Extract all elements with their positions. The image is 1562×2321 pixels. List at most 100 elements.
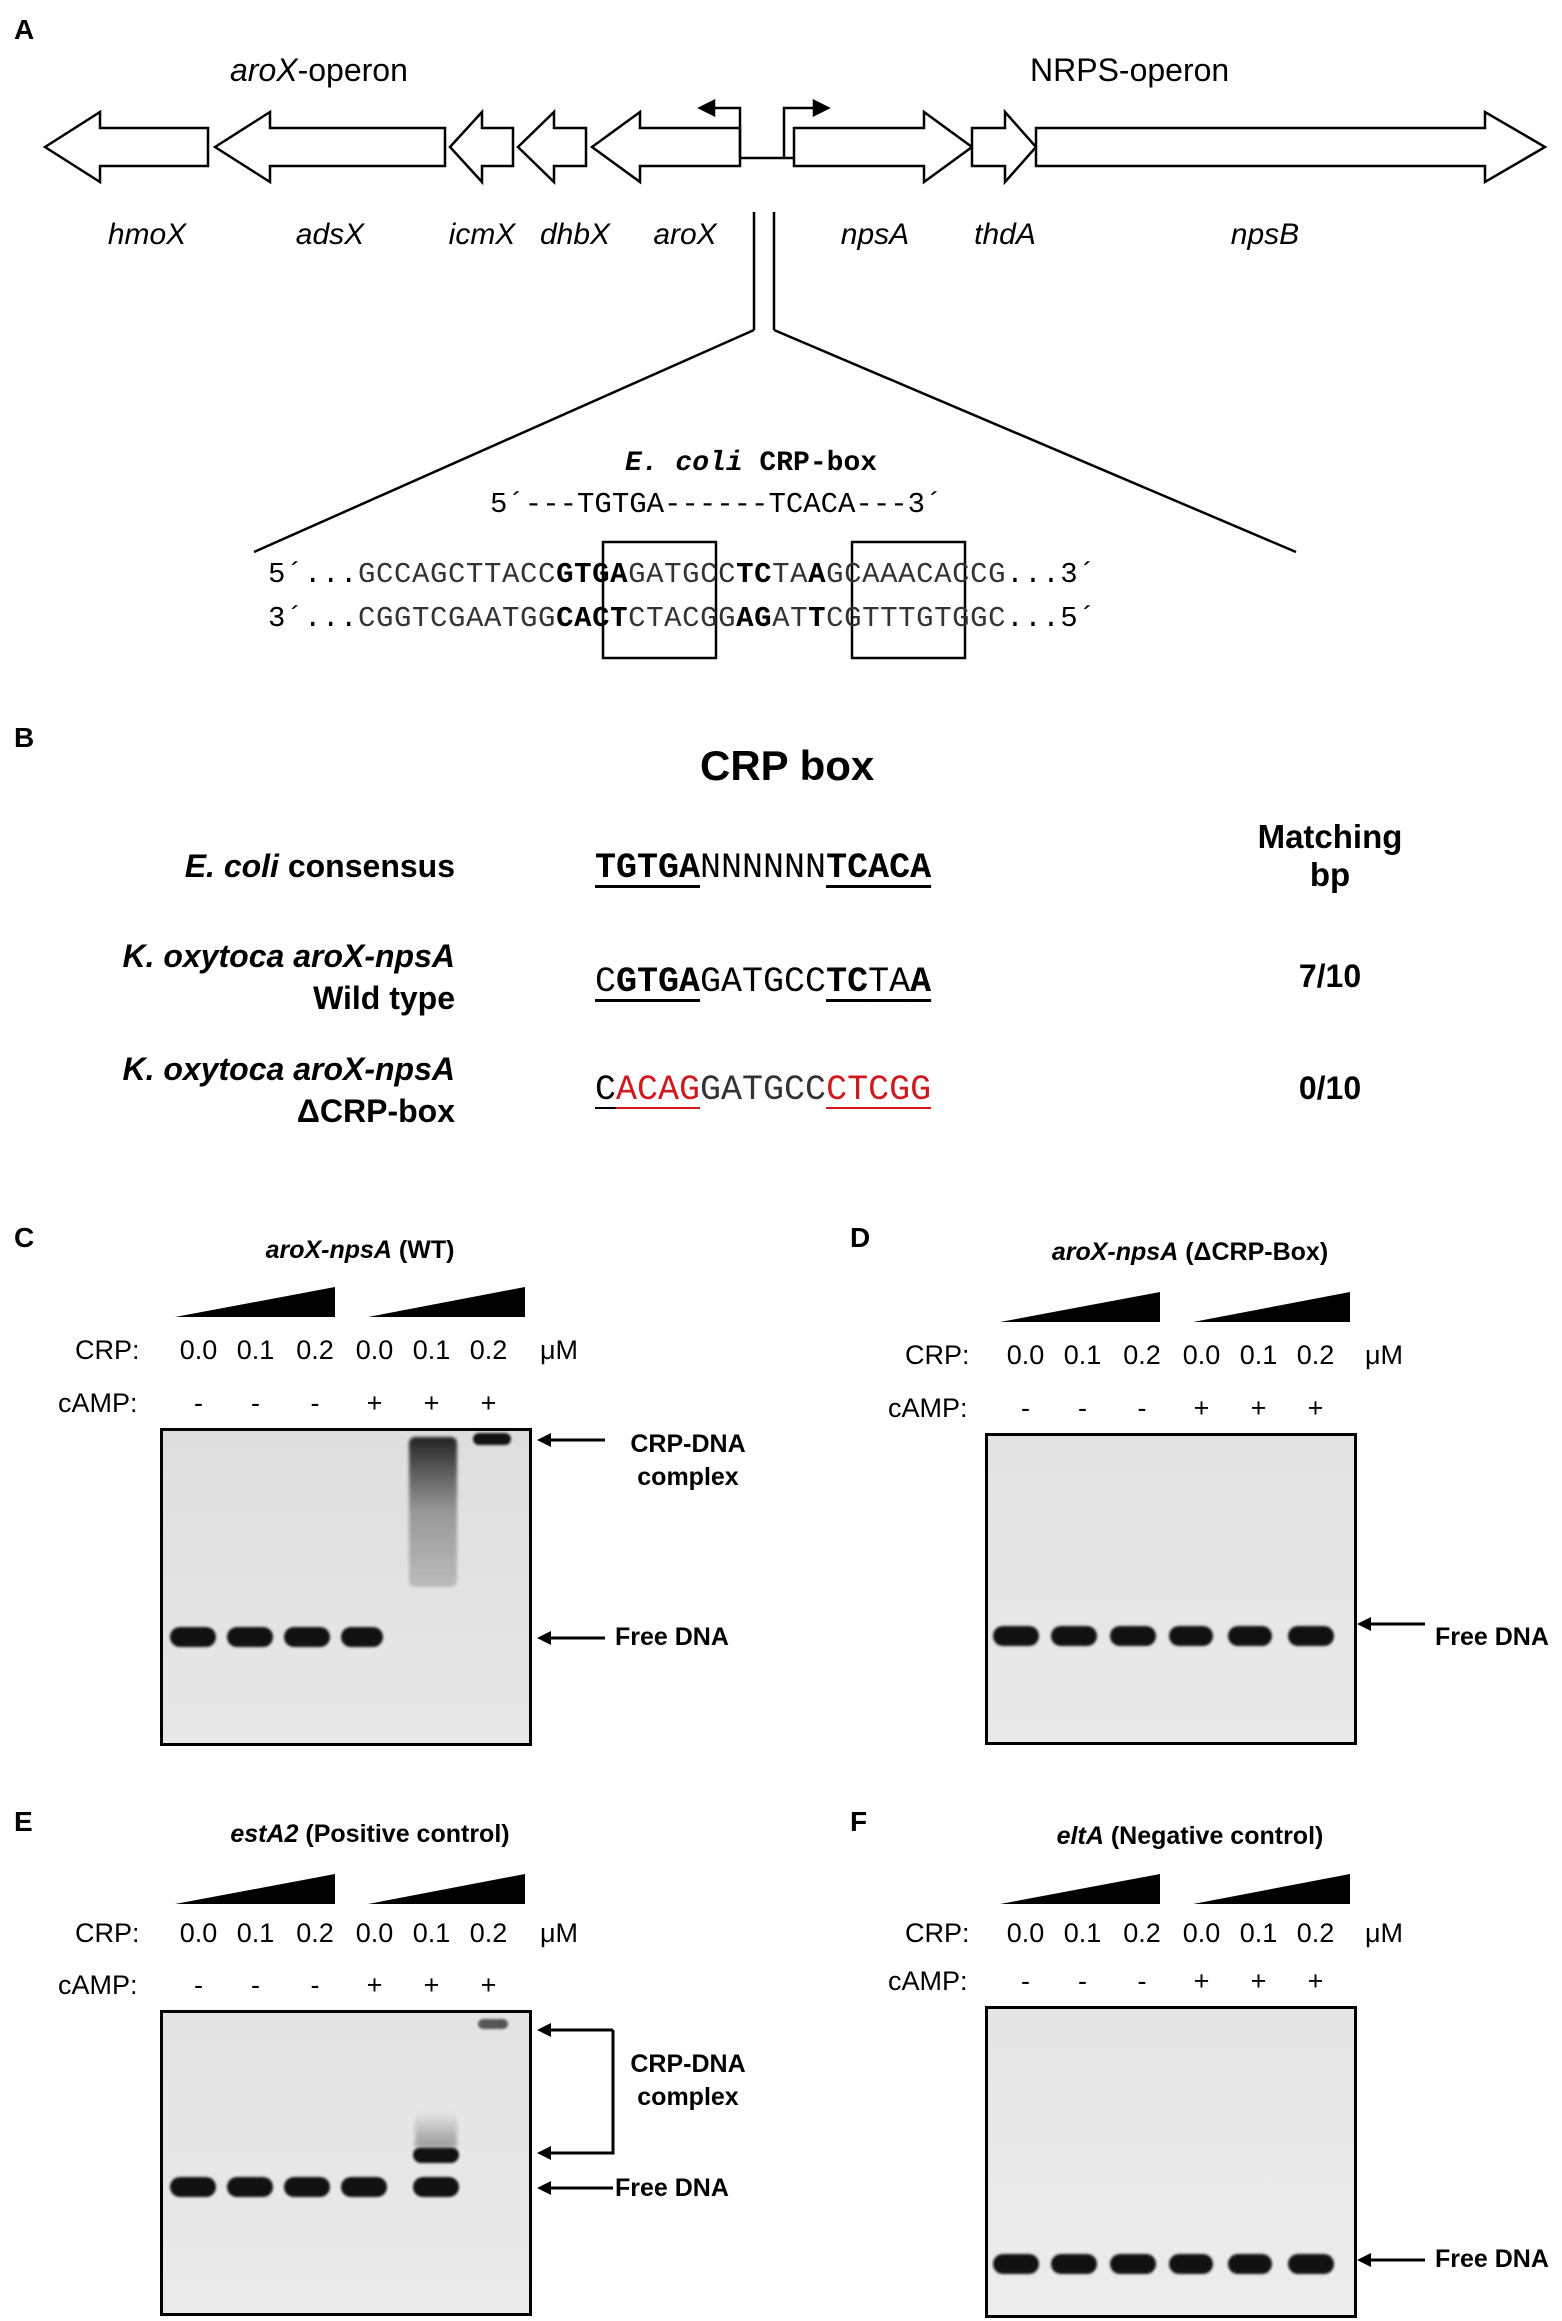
free-dna-band <box>1051 1626 1097 1646</box>
gene-arrow-hmoX <box>42 109 210 185</box>
crp-lane-value: 0.2 <box>296 1918 334 1948</box>
camp-lane-value: + <box>1193 1966 1210 1996</box>
crp-lane-value: 0.0 <box>1182 1340 1221 1370</box>
crp-dna-complex-band <box>413 2147 459 2163</box>
gene-label-thdA: thdA <box>974 218 1036 251</box>
free-dna-band <box>170 1627 216 1647</box>
free-dna-annotation: Free DNA <box>615 2174 729 2202</box>
camp-lane-value: - <box>1021 1966 1030 1996</box>
crp-lane-value: 0.0 <box>179 1918 218 1948</box>
crp-gradient-wedges <box>175 1287 525 1317</box>
gene-label-npsA: npsA <box>840 218 910 251</box>
camp-lane-value: - <box>310 1388 320 1418</box>
free-dna-band <box>170 2177 216 2197</box>
panel-b-label: B <box>14 722 35 753</box>
camp-lane-value: + <box>1250 1966 1267 1996</box>
crp-lane-value: 0.1 <box>412 1335 451 1365</box>
free-dna-band <box>413 2177 459 2197</box>
camp-lane-value: - <box>251 1970 260 2000</box>
camp-lane-value: + <box>366 1970 383 2000</box>
crp-lane-value: 0.2 <box>1123 1340 1161 1370</box>
crp-lane-value: 0.2 <box>1296 1340 1335 1370</box>
camp-row-label: cAMP: <box>58 1388 138 1418</box>
panel-f-title: eltA (Negative control) <box>1056 1822 1324 1850</box>
gene-label-adsX: adsX <box>295 218 365 251</box>
camp-lane-value: + <box>366 1388 383 1418</box>
free-dna-band <box>341 1627 383 1647</box>
free-dna-band <box>993 2254 1039 2274</box>
crp-boxes <box>601 540 967 660</box>
annotation-arrows <box>537 2023 615 2195</box>
crp-lane-value: 0.2 <box>296 1335 334 1365</box>
nrps-operon-title: NRPS-operon <box>1030 52 1230 88</box>
camp-lane-value: - <box>1021 1393 1030 1423</box>
free-dna-band <box>1110 1626 1156 1646</box>
panel-e-label: E <box>14 1806 33 1837</box>
crp-gradient-wedges <box>1000 1292 1350 1322</box>
free-dna-band <box>1228 2254 1272 2274</box>
panel-f-label: F <box>850 1806 868 1837</box>
annotation-arrow <box>1357 1617 1425 1631</box>
free-dna-band <box>993 1626 1039 1646</box>
camp-lane-value: - <box>1078 1966 1087 1996</box>
free-dna-band <box>341 2177 387 2197</box>
annotation-arrow <box>1357 2253 1425 2267</box>
top-strand-sequence: 5´...GCCAGCTTACCGTGAGATGCCTCTAAGCAAACACC… <box>268 558 1097 591</box>
crp-lane-value: 0.1 <box>1063 1340 1102 1370</box>
camp-presence-row: ---+++ <box>170 1970 517 2001</box>
camp-presence-row: - - - + + + <box>997 1393 1344 1424</box>
gel-image-c <box>160 1428 532 1746</box>
row-ecoli-sequence: TGTGANNNNNNTCACA <box>595 848 932 888</box>
camp-lane-value: - <box>1078 1393 1087 1423</box>
crp-gradient-wedges <box>175 1874 525 1904</box>
camp-lane-value: - <box>194 1388 203 1418</box>
crp-row-label: CRP: <box>75 1335 140 1365</box>
crp-box-title: CRP box <box>700 742 875 789</box>
camp-row-label: cAMP: <box>888 1393 968 1423</box>
ecoli-consensus-line: 5´---TGTGA------TCACA---3´ <box>490 488 943 521</box>
row-deletion-match: 0/10 <box>1298 1070 1362 1106</box>
free-dna-band <box>1228 1626 1272 1646</box>
ecoli-crp-box-title: E. coli CRP-box <box>625 448 878 479</box>
crp-lane-value: 0.1 <box>1239 1918 1278 1948</box>
camp-lane-value: + <box>1193 1393 1210 1423</box>
crp-dna-complex-band <box>478 2019 508 2029</box>
free-dna-band <box>284 2177 330 2197</box>
crp-lane-value: 0.0 <box>1006 1918 1045 1948</box>
camp-lane-value: + <box>480 1388 497 1418</box>
row-wildtype-match: 7/10 <box>1298 958 1362 994</box>
camp-lane-value: - <box>310 1970 320 2000</box>
gene-label-dhbX: dhbX <box>539 218 611 251</box>
camp-presence-row: ---+++ <box>170 1388 517 1419</box>
camp-lane-value: + <box>1307 1393 1324 1423</box>
free-dna-band <box>1288 2254 1334 2274</box>
camp-lane-value: - <box>1137 1393 1147 1423</box>
crp-row-label: CRP: <box>905 1340 970 1370</box>
gel-image-d <box>985 1433 1357 1745</box>
crp-gradient-wedges <box>1000 1874 1350 1904</box>
gene-label-hmoX: hmoX <box>107 218 187 251</box>
crp-dna-complex-band <box>473 1433 511 1445</box>
panel-c-label: C <box>14 1222 35 1253</box>
crp-lane-value: 0.2 <box>1296 1918 1335 1948</box>
unit-label: μM <box>540 1918 579 1948</box>
row-wildtype-sequence: CGTGAGATGCCTCTAA <box>595 962 932 1002</box>
crp-lane-value: 0.1 <box>1063 1918 1102 1948</box>
row-deletion-sequence: CACAGGATGCCCTCGG <box>595 1070 932 1110</box>
unit-label: μM <box>1365 1918 1404 1948</box>
crp-lane-value: 0.2 <box>469 1918 508 1948</box>
camp-row-label: cAMP: <box>58 1970 138 2000</box>
crp-dna-complex-smear <box>409 1437 457 1587</box>
free-dna-band <box>1288 1626 1334 1646</box>
gene-arrow-icmX <box>448 108 515 186</box>
camp-lane-value: + <box>1250 1393 1267 1423</box>
crp-lane-value: 0.1 <box>1239 1340 1278 1370</box>
gene-label-aroX: aroX <box>653 218 717 251</box>
gene-label-icmX: icmX <box>448 218 516 251</box>
